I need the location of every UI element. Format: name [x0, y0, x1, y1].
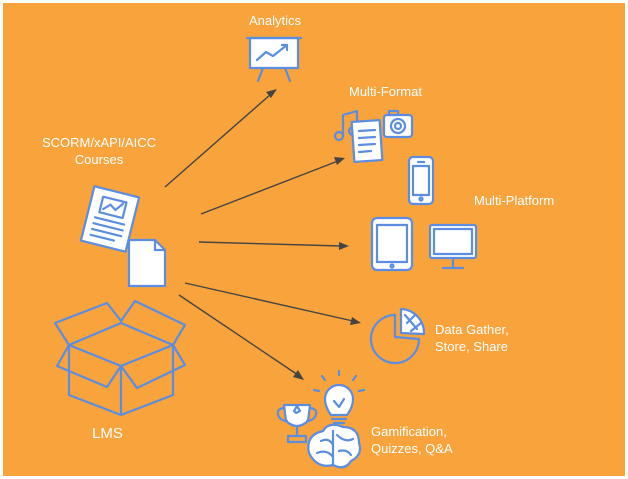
courses-label-line2: Courses	[74, 152, 124, 167]
lightbulb-icon	[312, 369, 366, 425]
arrowhead-multi-platform	[339, 242, 349, 250]
pie-chart-icon	[369, 307, 426, 365]
presentation-chart-icon	[245, 36, 303, 83]
arrowhead-analytics	[266, 89, 277, 98]
arrowhead-multi-format	[334, 157, 345, 165]
brain-icon	[307, 423, 362, 469]
arrow-to-multi-platform	[198, 241, 342, 247]
arrow-to-multi-format	[200, 160, 339, 215]
gamification-label-line1: Gamification,	[371, 424, 447, 439]
arrow-to-gamification	[178, 294, 299, 376]
multi-platform-label: Multi-Platform	[474, 193, 555, 208]
trophy-icon	[276, 403, 318, 444]
lms-label: LMS	[92, 425, 123, 442]
course-document-icon	[79, 185, 141, 253]
camera-icon	[382, 109, 414, 139]
box-icon	[53, 299, 187, 417]
document-icon	[350, 118, 384, 164]
gamification-label-line2: Quizzes, Q&A	[371, 441, 453, 456]
multi-format-label: Multi-Format	[349, 84, 422, 99]
arrows	[164, 89, 361, 380]
tablet-icon	[370, 216, 414, 272]
diagram-canvas: Analytics Multi-Format Multi-Platform SC…	[3, 3, 625, 476]
arrowhead-gamification	[293, 370, 304, 380]
analytics-label: Analytics	[249, 13, 302, 28]
arrowhead-data	[350, 317, 361, 325]
data-label-line1: Data Gather,	[435, 322, 509, 337]
courses-label-line1: SCORM/xAPI/AICC	[41, 135, 157, 150]
file-icon	[127, 238, 167, 288]
phone-icon	[407, 155, 435, 206]
diagram-graphics	[53, 36, 478, 469]
data-label-line2: Store, Share	[435, 339, 508, 354]
arrow-to-analytics	[164, 93, 272, 188]
monitor-icon	[428, 223, 478, 270]
arrow-to-data	[184, 282, 354, 322]
